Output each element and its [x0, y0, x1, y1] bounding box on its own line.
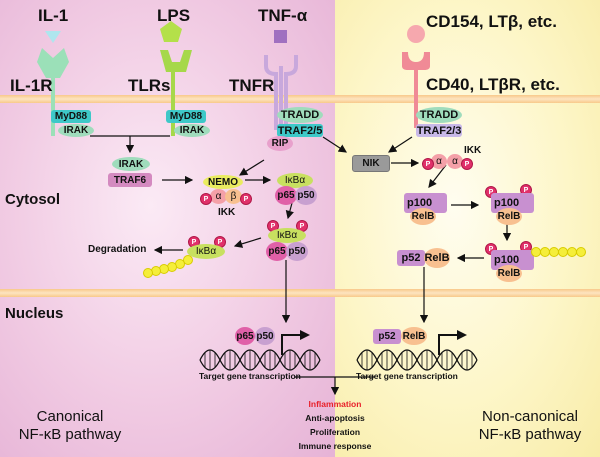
relb: RelB — [410, 208, 436, 225]
irak-cytosol: IRAK — [112, 157, 150, 171]
rip: RIP — [267, 136, 293, 151]
tnf-label: TNF-α — [258, 6, 308, 25]
p50-dna: p50 — [255, 327, 275, 345]
transcription-label-noncanonical: Target gene transcription — [356, 371, 458, 381]
cd154-label: CD154, LTβ, etc. — [426, 12, 557, 31]
p65-dna: p65 — [235, 327, 255, 345]
ikba-phospho: IκBα — [268, 228, 306, 243]
traf25: TRAF2/5 — [277, 124, 323, 137]
relb-p52: RelB — [424, 248, 450, 268]
ubiquitin-icon — [143, 268, 153, 278]
plasma-membrane — [0, 95, 600, 103]
tradd-tnfr: TRADD — [277, 107, 323, 123]
tradd-cd40: TRADD — [416, 107, 462, 123]
ikk-label-canonical: IKK — [218, 207, 236, 218]
nuclear-membrane — [0, 289, 600, 297]
relb-ub: RelB — [496, 265, 522, 282]
nemo: NEMO — [203, 175, 243, 189]
p50: p50 — [295, 186, 317, 205]
phospho-icon: P — [422, 158, 434, 170]
cd40-label: CD40, LTβR, etc. — [426, 75, 560, 94]
noncanonical-title-line1: Non-canonical — [482, 408, 578, 425]
ikba: IκBα — [277, 173, 313, 188]
phospho-icon: P — [240, 193, 252, 205]
ubiquitin-icon — [576, 247, 586, 257]
p65: p65 — [275, 186, 297, 205]
p100-phospho: p100 — [491, 193, 534, 213]
ikk-alpha-2: α — [447, 154, 463, 169]
noncanonical-region — [335, 0, 600, 457]
outcome-inflammation: Inflammation — [308, 399, 362, 409]
irak-tlr: IRAK — [174, 124, 210, 137]
p52: p52 — [397, 250, 425, 266]
il1-label: IL-1 — [38, 6, 69, 25]
canonical-title-line2: NF-κB pathway — [18, 426, 122, 443]
degradation-label: Degradation — [88, 244, 147, 255]
traf23: TRAF2/3 — [416, 124, 462, 137]
relb-phospho: RelB — [496, 208, 522, 225]
tnfr-label: TNFR — [229, 76, 275, 95]
il1r-label: IL-1R — [10, 76, 53, 95]
myd88-tlr: MyD88 — [166, 110, 206, 123]
ikba-ub: IκBα — [187, 244, 225, 259]
cytosol-label: Cytosol — [5, 191, 61, 208]
outcome-proliferation: Proliferation — [309, 427, 361, 437]
myd88-il1r: MyD88 — [51, 110, 91, 123]
canonical-title-line1: Canonical — [36, 408, 104, 425]
p65-2: p65 — [266, 242, 288, 261]
nik: NIK — [352, 155, 390, 172]
transcription-label-canonical: Target gene transcription — [199, 371, 301, 381]
ikk-beta: β — [225, 189, 242, 204]
outcome-immune-response: Immune response — [298, 441, 372, 451]
p52-dna: p52 — [373, 329, 401, 344]
outcome-anti-apoptosis: Anti-apoptosis — [305, 413, 365, 423]
p100-ub: p100 — [491, 250, 534, 270]
ikk-label-noncanonical: IKK — [464, 145, 482, 156]
phospho-icon: P — [461, 158, 473, 170]
lps-label: LPS — [157, 6, 191, 25]
p100: p100 — [404, 193, 447, 213]
relb-dna: RelB — [401, 327, 427, 345]
nucleus-label: Nucleus — [5, 305, 64, 322]
ikk-alpha: α — [210, 189, 227, 204]
p50-2: p50 — [286, 242, 308, 261]
irak-il1r: IRAK — [58, 124, 94, 137]
phospho-icon: P — [200, 193, 212, 205]
noncanonical-title-line2: NF-κB pathway — [478, 426, 582, 443]
traf6: TRAF6 — [108, 173, 152, 187]
ikk-alpha-1: α — [431, 154, 447, 169]
tlrs-label: TLRs — [128, 76, 171, 95]
